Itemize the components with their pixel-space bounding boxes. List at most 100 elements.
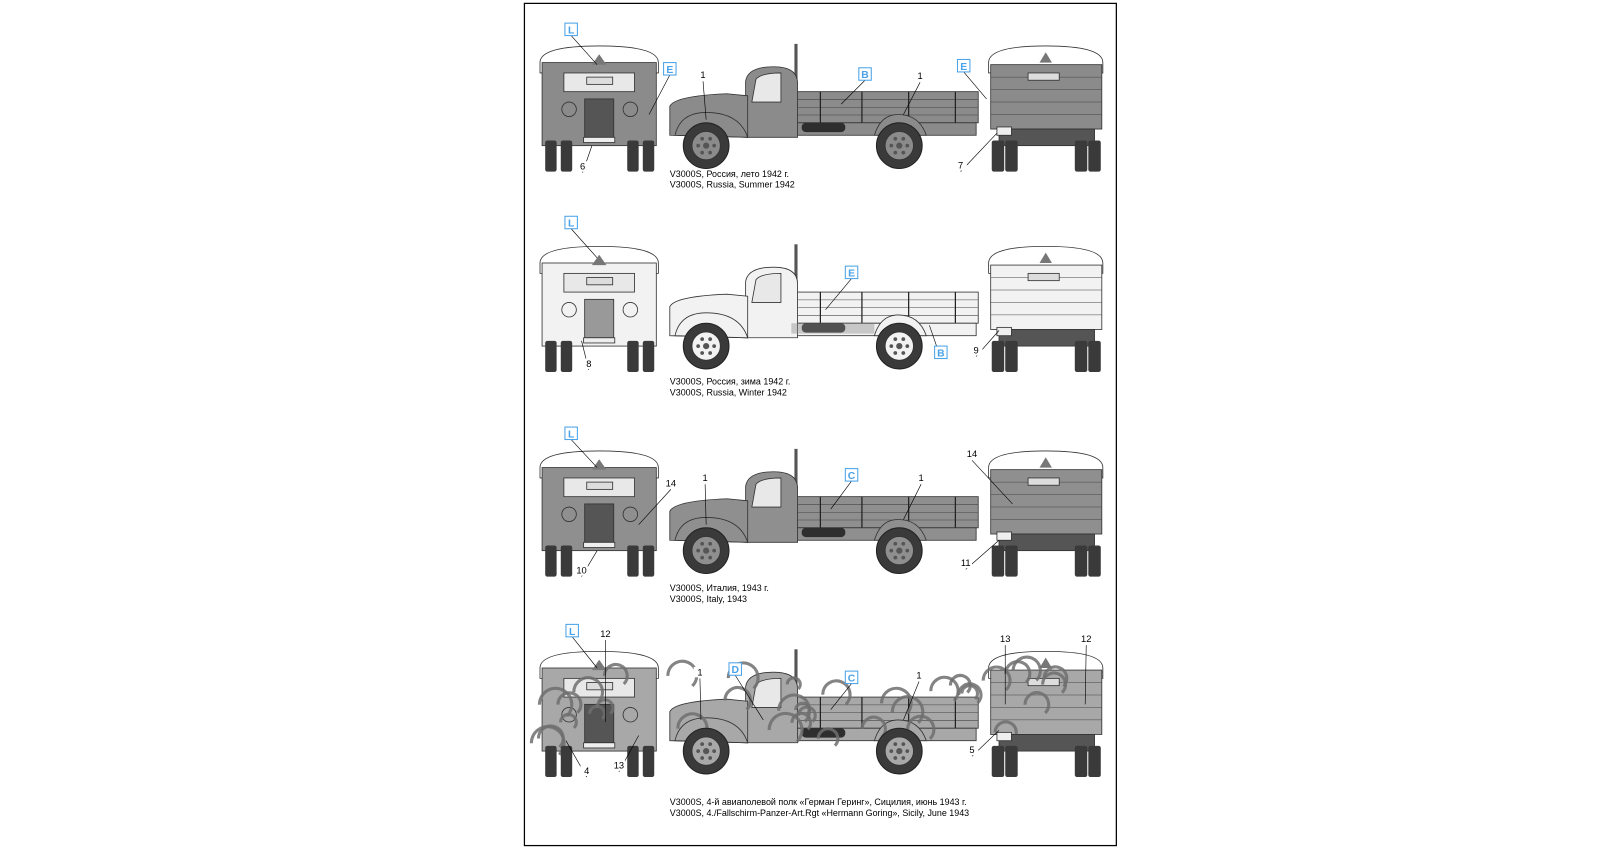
cab-window bbox=[751, 272, 782, 303]
rear-view bbox=[981, 650, 1104, 778]
wheel-hub bbox=[896, 547, 903, 554]
headlight-left bbox=[561, 302, 577, 318]
sign-panel bbox=[586, 481, 614, 490]
wheel-bolt bbox=[893, 337, 898, 342]
wheel-bolt bbox=[889, 344, 894, 348]
camo-swirl bbox=[821, 679, 852, 706]
side-view bbox=[669, 244, 979, 370]
camo-swirl bbox=[723, 686, 752, 711]
rear-plate bbox=[996, 531, 1012, 541]
exhaust-stack bbox=[794, 448, 798, 501]
callout-leader bbox=[963, 71, 987, 100]
rear-convoy-triangle bbox=[1039, 52, 1052, 63]
rear-tire bbox=[991, 340, 1005, 373]
decal-number-bg bbox=[965, 744, 979, 756]
front-tire bbox=[642, 545, 655, 577]
wheel-bolt bbox=[708, 555, 713, 560]
camo-swirl bbox=[602, 662, 629, 686]
wheel-bolt bbox=[905, 749, 910, 753]
decal-number-bg bbox=[698, 472, 712, 484]
rear-convoy-triangle bbox=[1039, 657, 1052, 668]
rear-sign-panel bbox=[1027, 272, 1060, 282]
decal-number-bg bbox=[912, 670, 926, 681]
caption-ru: V3000S, 4-й авиаполевой полк «Герман Гер… bbox=[670, 797, 967, 807]
rear-tire bbox=[1005, 340, 1018, 373]
decal-box-E bbox=[956, 58, 971, 73]
decal-letter: L bbox=[568, 26, 575, 37]
decal-number-bg bbox=[580, 765, 593, 776]
decal-number-bg bbox=[582, 358, 596, 369]
wheel-bolt bbox=[901, 337, 906, 342]
front-view bbox=[539, 245, 659, 373]
decal-box-E bbox=[844, 265, 859, 280]
wheel-bolt bbox=[696, 749, 701, 753]
callout-leader bbox=[830, 480, 852, 510]
headlight-right bbox=[622, 506, 639, 522]
convoy-triangle bbox=[591, 459, 607, 470]
caption-en: V3000S, 4./Fallschirm-Panzer-Art.Rgt «He… bbox=[670, 808, 969, 818]
rear-convoy-triangle bbox=[1039, 457, 1052, 468]
callout-leader bbox=[840, 80, 866, 105]
decal-number: 1 bbox=[917, 71, 922, 81]
decal-number: 10 bbox=[576, 565, 586, 575]
decal-number: 14 bbox=[967, 449, 977, 459]
decal-number: 9 bbox=[974, 345, 979, 355]
camo-swirl bbox=[981, 665, 1012, 692]
camo-swirl bbox=[790, 711, 813, 731]
camo-swirl bbox=[1041, 671, 1068, 694]
decal-number: 1 bbox=[916, 670, 921, 680]
decal-number: 6 bbox=[580, 162, 585, 172]
wheel-bolt bbox=[708, 136, 713, 141]
camo-swirl bbox=[785, 676, 802, 691]
camo-swirl bbox=[572, 676, 605, 704]
wheel-bolt bbox=[696, 548, 701, 553]
wheel-bolt bbox=[889, 749, 894, 753]
callout-leader bbox=[903, 82, 921, 115]
convoy-triangle bbox=[591, 659, 607, 671]
wheel-bolt bbox=[708, 150, 713, 155]
decal-box-L bbox=[564, 215, 578, 230]
decal-letter: B bbox=[861, 70, 869, 81]
rear-tire bbox=[991, 140, 1005, 172]
callout-leader bbox=[648, 74, 671, 115]
wheel-bolt bbox=[893, 541, 898, 546]
decal-number-bg bbox=[999, 633, 1012, 645]
decal-number-bg bbox=[1080, 633, 1093, 645]
decal-letter: E bbox=[960, 62, 967, 73]
headlight-right bbox=[622, 101, 639, 117]
wheel-bolt bbox=[905, 143, 910, 148]
rear-tire bbox=[1088, 340, 1101, 373]
exhaust-stack bbox=[794, 43, 798, 96]
camo-swirl bbox=[595, 698, 615, 715]
wheel-bolt bbox=[700, 351, 705, 355]
callout-leader bbox=[734, 675, 764, 721]
decal-number: 1 bbox=[919, 473, 924, 483]
wheel-bolt bbox=[696, 143, 701, 148]
rear-axle bbox=[998, 329, 1095, 347]
camo-swirl bbox=[816, 727, 840, 747]
spare-tire bbox=[801, 323, 846, 333]
wheel-bolt bbox=[893, 150, 898, 155]
rear-tire bbox=[991, 745, 1005, 778]
front-tire bbox=[642, 745, 655, 778]
caption-ru: V3000S, Россия, зима 1942 г. bbox=[670, 377, 791, 387]
caption-en: V3000S, Russia, Winter 1942 bbox=[670, 387, 787, 397]
callout-leader bbox=[903, 484, 922, 520]
camo-swirl bbox=[588, 704, 607, 721]
wheel-bolt bbox=[893, 555, 898, 560]
decal-number: 5 bbox=[969, 745, 974, 755]
decal-number: 11 bbox=[961, 558, 971, 568]
callout-leader bbox=[570, 228, 598, 259]
rear-tire bbox=[1074, 140, 1088, 172]
rear-tire bbox=[1074, 340, 1088, 373]
decal-number-bg bbox=[664, 477, 678, 489]
worn-whitewash bbox=[791, 323, 875, 334]
wheel-bolt bbox=[708, 742, 713, 747]
rear-view bbox=[988, 45, 1104, 172]
camo-swirl bbox=[1023, 691, 1051, 715]
decal-number: 13 bbox=[1000, 634, 1010, 644]
decal-letter: L bbox=[568, 429, 575, 440]
